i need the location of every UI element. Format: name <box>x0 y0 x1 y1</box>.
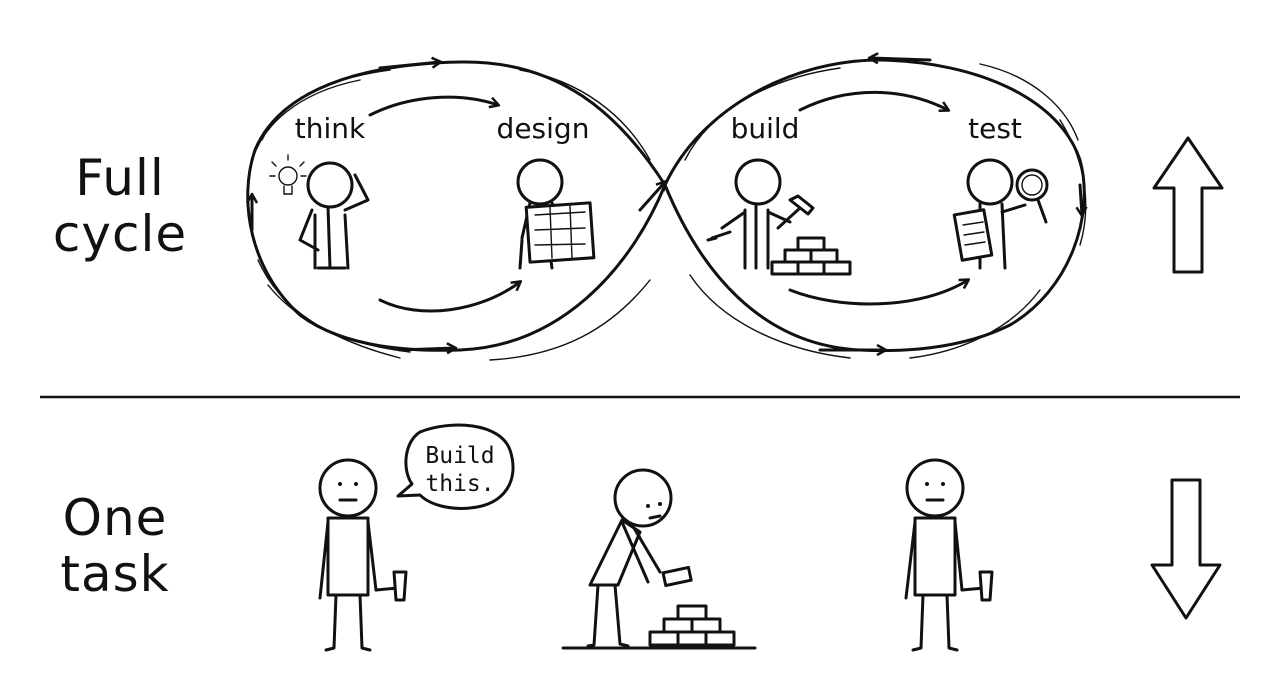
speech-bubble-text: Build this. <box>410 442 510 498</box>
idle-figure <box>906 460 963 650</box>
brick-pile <box>650 606 734 645</box>
design-figure <box>518 160 594 268</box>
row-label-full-cycle: Full cycle <box>40 150 200 262</box>
row-label-one-task: One task <box>40 490 190 602</box>
row-label-one-task-line1: One <box>40 490 190 546</box>
magnifier-icon <box>1017 170 1047 222</box>
speech-bubble-line2: this. <box>410 470 510 498</box>
stage-label-build: build <box>700 112 830 145</box>
down-arrow-icon <box>1152 480 1220 618</box>
speech-bubble-line1: Build <box>410 442 510 470</box>
stage-label-design: design <box>478 112 608 145</box>
build-figure <box>708 160 790 268</box>
worker-figure <box>563 470 755 648</box>
row-label-one-task-line2: task <box>40 546 190 602</box>
stage-label-think: think <box>265 112 395 145</box>
hammer-icon <box>962 572 992 600</box>
hammer-icon <box>376 572 406 600</box>
brick-icon <box>663 567 691 585</box>
stage-label-test: test <box>930 112 1060 145</box>
lightbulb-icon <box>270 155 306 194</box>
up-arrow-icon <box>1154 138 1222 272</box>
row-label-full-cycle-line2: cycle <box>40 206 200 262</box>
infinity-loop <box>248 58 1086 360</box>
row-label-full-cycle-line1: Full <box>40 150 200 206</box>
think-figure <box>300 163 368 268</box>
requester-figure <box>320 460 376 650</box>
hammer-icon <box>778 196 813 228</box>
clipboard-icon <box>954 210 992 261</box>
brick-pile <box>772 238 850 274</box>
